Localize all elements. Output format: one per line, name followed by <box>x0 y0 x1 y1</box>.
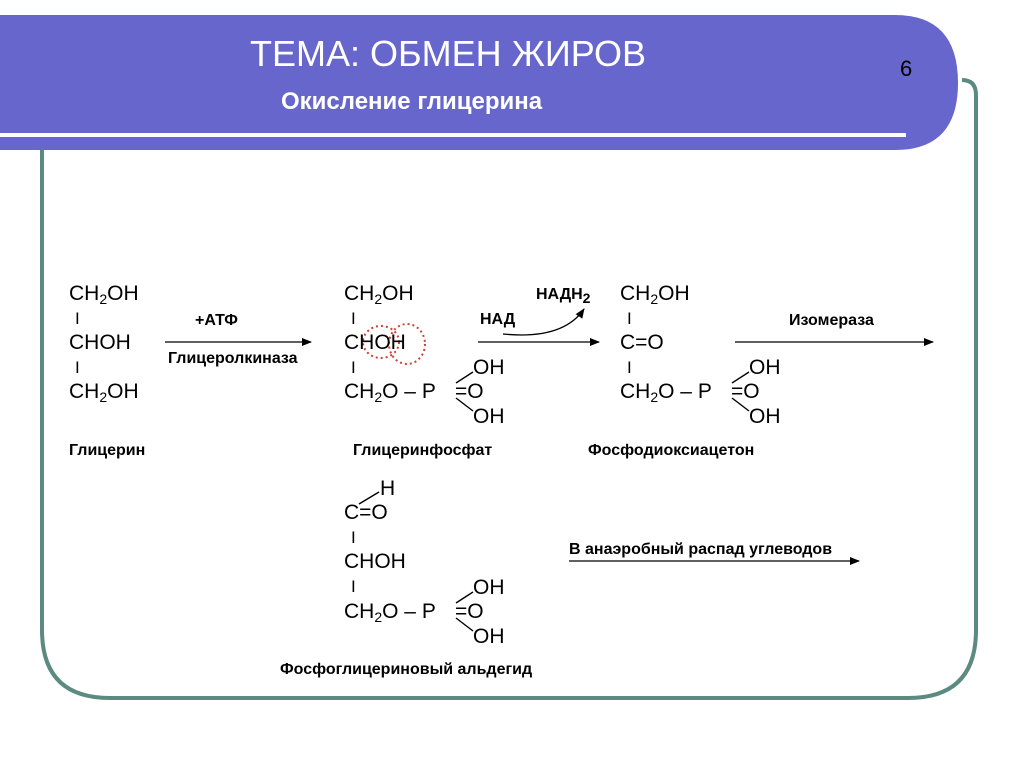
bond-line: I <box>351 358 356 377</box>
phosphate-bond-down <box>455 397 474 412</box>
phosphate-oh: OH <box>473 356 505 379</box>
phosphate-double-o: =O <box>455 380 484 403</box>
bond-line: I <box>351 309 356 328</box>
compound-name: Глицерин <box>69 442 146 459</box>
bond-line: I <box>627 309 632 328</box>
phosphate-double-o: =O <box>455 600 484 623</box>
formula-line: CH2O – P <box>344 600 436 625</box>
formula-line: CHOH <box>344 550 406 573</box>
phosphate-bond-up <box>455 591 474 604</box>
formula-line: CH2O – P <box>620 380 712 405</box>
formula-line: CH2O – P <box>344 380 436 405</box>
bond-line: I <box>75 309 80 328</box>
aldehyde-h: H <box>380 477 396 500</box>
slide-title: ТЕМА: ОБМЕН ЖИРОВ <box>250 33 646 74</box>
arrow-label-nad: НАД <box>480 311 516 328</box>
formula-line: CH2OH <box>344 282 414 307</box>
formula-line: CHOH <box>69 331 131 354</box>
compound-name: Фосфоглицериновый альдегид <box>280 661 533 678</box>
arrow-label-enzyme: Глицеролкиназа <box>168 350 298 367</box>
aldehyde-h-bond <box>358 491 380 505</box>
formula-line: CH2OH <box>69 380 139 405</box>
bond-line: I <box>351 577 356 596</box>
arrow-label-isomerase: Изомераза <box>789 312 874 329</box>
bond-line: I <box>351 528 356 547</box>
phosphate-oh: OH <box>749 405 781 428</box>
compound-name: Фосфодиоксиацетон <box>588 442 755 459</box>
phosphate-oh: OH <box>749 356 781 379</box>
slide-subtitle: Окисление глицерина <box>281 88 543 115</box>
phosphate-double-o: =O <box>731 380 760 403</box>
phosphate-oh: OH <box>473 576 505 599</box>
phosphate-oh: OH <box>473 625 505 648</box>
content-border <box>40 78 978 700</box>
page-number: 6 <box>900 56 913 81</box>
compound-name: Глицеринфосфат <box>353 442 493 459</box>
phosphate-bond-down <box>731 397 750 412</box>
phosphate-bond-up <box>731 371 750 384</box>
arrow-label-atp: +АТФ <box>195 312 238 329</box>
arrow-label-anaerobic: В анаэробный распад углеводов <box>569 541 833 558</box>
formula-line: C=O <box>344 501 388 524</box>
arrow-nadh2-curve <box>502 308 585 336</box>
hydrogen-highlight-circle <box>388 323 426 365</box>
phosphate-bond-down <box>455 617 474 632</box>
phosphate-bond-up <box>455 371 474 384</box>
phosphate-oh: OH <box>473 405 505 428</box>
formula-line: CH2OH <box>620 282 690 307</box>
header-band <box>0 15 958 150</box>
bond-line: I <box>75 358 80 377</box>
bond-line: I <box>627 358 632 377</box>
hydrogen-highlight-circle <box>362 325 400 359</box>
arrow-label-nadh2: НАДН2 <box>536 286 591 306</box>
formula-line: CHOH <box>344 331 406 354</box>
formula-line: C=O <box>620 331 664 354</box>
formula-line: CH2OH <box>69 282 139 307</box>
